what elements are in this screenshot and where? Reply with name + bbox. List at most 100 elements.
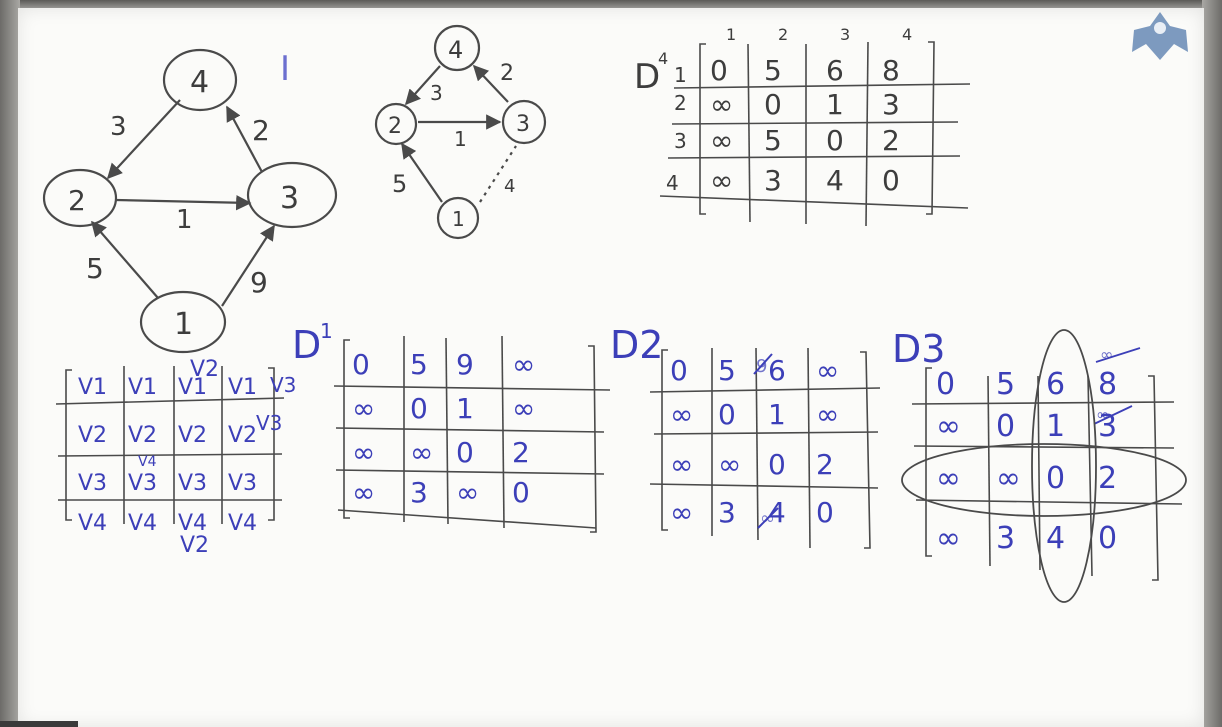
university-crest-icon [1132, 12, 1188, 60]
grid-line [55, 397, 285, 405]
grid-line [671, 121, 959, 125]
matrix-cell: 9 [456, 348, 474, 381]
matrix-cell: ∞ [670, 496, 693, 529]
matrix-cell: 3 [882, 88, 900, 121]
matrix-cell: V3 [228, 471, 257, 496]
grid-line [57, 453, 283, 457]
edge-1-3 [221, 224, 275, 307]
matrix-cell: V2 [178, 423, 207, 448]
matrix-bracket [699, 43, 706, 215]
matrix-cell: 8 [882, 54, 900, 87]
matrix-cell: ∞ [816, 398, 839, 431]
matrix-cell: 0 [826, 124, 844, 157]
edge-3-4 [472, 64, 509, 103]
graph-node-label: 3 [516, 112, 530, 137]
graph-node [139, 290, 227, 354]
matrix-cell: 1 [1046, 409, 1065, 444]
edge-1-3-dotted [479, 145, 517, 203]
strike-mark [1093, 405, 1133, 425]
matrix-cell: V2 [128, 423, 157, 448]
path-annotation: V2 [180, 533, 209, 558]
grid-line [501, 335, 505, 529]
matrix-row-header: 3 [674, 129, 687, 153]
matrix-cell: ∞ [936, 461, 961, 496]
grid-line [649, 483, 879, 489]
grid-line [653, 431, 879, 435]
matrix-cell: ∞ [352, 436, 375, 469]
matrix-label: D2 [610, 323, 663, 367]
grid-line [755, 347, 759, 541]
graph-node-label: 1 [174, 307, 193, 342]
matrix-cell: 2 [816, 448, 834, 481]
matrix-column-header: 4 [902, 25, 912, 44]
graph-node-label: 3 [280, 181, 299, 216]
matrix-cell: 1 [768, 398, 786, 431]
matrix-cell: 0 [816, 496, 834, 529]
matrix-bracket [860, 351, 871, 549]
path-annotation: V4 [138, 454, 157, 470]
matrix-cell: 5 [764, 54, 782, 87]
matrix-cell: ∞ [456, 476, 479, 509]
graph-node [374, 102, 418, 146]
matrix-cell: 6 [1046, 367, 1065, 402]
matrix-cell: 0 [1046, 461, 1065, 496]
graph-node-label: 4 [190, 65, 209, 100]
edge-weight-label: 2 [252, 114, 270, 147]
matrix-bracket [588, 345, 597, 533]
matrix-cell: V1 [128, 375, 157, 400]
matrix-superscript: 1 [320, 319, 333, 343]
edge-4-2 [404, 65, 441, 106]
grid-line [673, 83, 971, 89]
path-annotation: V3 [270, 373, 296, 397]
matrix-label: D3 [892, 327, 945, 371]
matrix-cell: 2 [1098, 461, 1117, 496]
grid-line [667, 155, 961, 159]
matrix-cell: 4 [826, 164, 844, 197]
matrix-cell: V3 [178, 471, 207, 496]
matrix-cell: ∞ [710, 88, 733, 121]
matrix-cell: ∞ [936, 409, 961, 444]
strike-mark [757, 507, 779, 529]
graph-node [501, 99, 547, 145]
matrix-cell: 0 [456, 436, 474, 469]
grid-line [445, 337, 449, 525]
matrix-cell: 5 [996, 367, 1015, 402]
edge-weight-label: 4 [504, 176, 515, 197]
matrix-cell: V4 [178, 511, 207, 536]
matrix-cell: 3 [764, 164, 782, 197]
graph-node [436, 196, 480, 240]
d2-matrix: D2 056∞∞01∞∞∞02∞340 9 ∞ [610, 323, 881, 549]
matrix-cell: 3 [718, 496, 736, 529]
grid-line [807, 347, 811, 549]
grid-line [649, 387, 881, 393]
path-annotation: V3 [256, 411, 282, 435]
video-corner-tab [0, 721, 78, 727]
matrix-superscript: 4 [658, 49, 668, 68]
matrix-cell: 0 [996, 409, 1015, 444]
matrix-bracket [926, 41, 935, 215]
edge-weight-label: 1 [176, 205, 193, 235]
grid-line [1037, 375, 1041, 571]
matrix-cell: ∞ [996, 461, 1021, 496]
matrix-cell: ∞ [710, 124, 733, 157]
grid-line [747, 43, 751, 223]
matrix-cell: ∞ [670, 448, 693, 481]
edge-weight-label: 2 [500, 61, 514, 86]
edge-weight-label: 9 [250, 266, 268, 299]
matrix-cell: 2 [512, 436, 530, 469]
matrix-cell: V4 [228, 511, 257, 536]
matrix-cell: 5 [764, 124, 782, 157]
matrix-bracket [661, 349, 668, 531]
matrix-column-header: 3 [840, 25, 850, 44]
matrix-cell: 2 [882, 124, 900, 157]
edge-weight-label: 3 [110, 112, 127, 142]
matrix-cell: 0 [710, 54, 728, 87]
matrix-cell: V1 [178, 375, 207, 400]
grid-line [913, 445, 1175, 449]
matrix-bracket [65, 369, 72, 521]
matrix-cell: ∞ [710, 164, 733, 197]
matrix-cell: 8 [1098, 367, 1117, 402]
edge-4-2 [106, 99, 181, 180]
